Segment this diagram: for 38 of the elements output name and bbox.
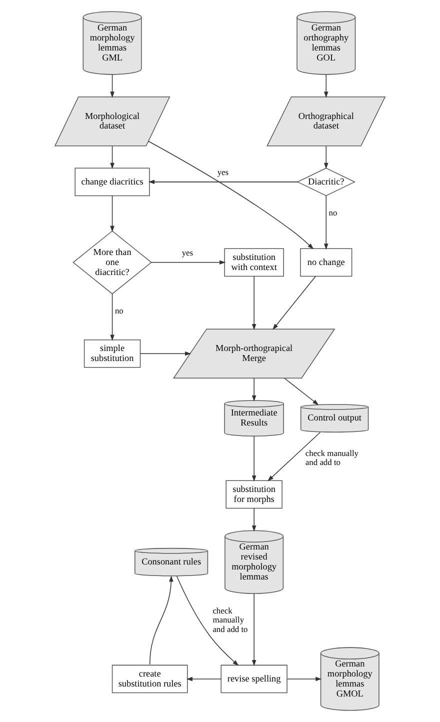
edge-label: check manually and add to: [212, 605, 248, 634]
node-box: simple substitution: [84, 339, 141, 368]
arrow: [110, 294, 114, 341]
arrow: [110, 195, 114, 232]
arrow: [186, 676, 222, 682]
arrow: [140, 351, 192, 356]
arrow: [176, 576, 239, 666]
arrow: [252, 436, 256, 482]
arrow: [151, 260, 226, 265]
arrow: [272, 276, 316, 330]
node-box: change diacritics: [74, 168, 150, 196]
edge-label: yes: [217, 166, 229, 177]
node-box: create substitution rules: [112, 664, 188, 694]
arrow: [110, 74, 114, 98]
node-box: substitution for morphs: [226, 480, 282, 509]
arrow: [110, 146, 114, 169]
arrow: [252, 378, 256, 402]
node-box: no change: [300, 248, 352, 277]
arrow: [148, 140, 314, 250]
arrow: [324, 195, 328, 250]
edge-label: no: [328, 208, 338, 218]
arrow: [324, 74, 328, 98]
arrow: [284, 378, 319, 406]
arrow: [149, 576, 174, 665]
edge-label: yes: [182, 247, 194, 258]
arrow: [252, 508, 256, 532]
node-diamond: More than one diacritic?: [72, 230, 152, 294]
node-box: substitution with context: [224, 248, 284, 277]
arrow: [148, 180, 298, 184]
arrow: [252, 276, 256, 330]
node-diamond: Diacritic?: [296, 168, 356, 196]
node-box: revise spelling: [220, 664, 288, 694]
arrow: [252, 593, 256, 666]
arrow: [287, 676, 322, 682]
arrow: [324, 146, 328, 169]
edge-label: no: [114, 306, 124, 316]
edge-label: check manually and add to: [305, 448, 359, 468]
arrow: [268, 432, 321, 482]
